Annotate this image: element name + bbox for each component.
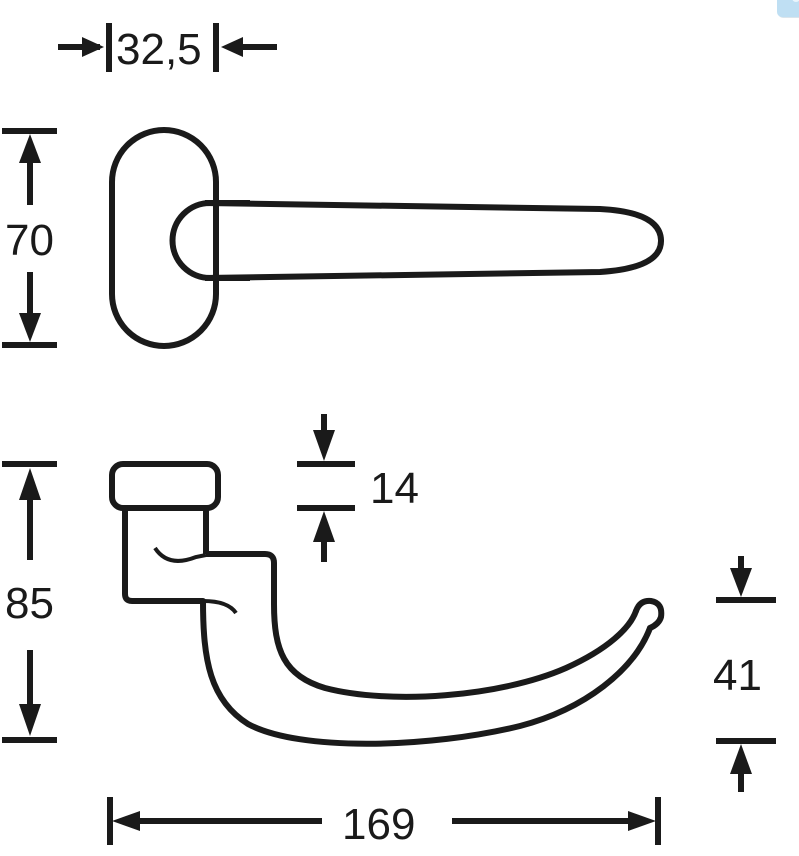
dimension-rosette-height: 70 bbox=[2, 128, 57, 348]
arrowhead-left bbox=[221, 37, 243, 57]
front-view-group bbox=[109, 127, 665, 349]
dimension-label-handle-depth: 41 bbox=[713, 651, 762, 700]
arrowhead-up bbox=[730, 744, 752, 774]
arrowhead-up bbox=[19, 134, 41, 163]
dimension-handle-depth: 41 bbox=[713, 556, 776, 792]
arrowhead-up bbox=[19, 468, 41, 500]
rosette-profile-side bbox=[109, 461, 221, 511]
corner-badge-dot bbox=[792, 0, 799, 2]
dimension-label-rosette-height: 70 bbox=[5, 216, 54, 265]
arrowhead-down bbox=[19, 704, 41, 736]
lever-inner-curve-side bbox=[271, 601, 639, 700]
lever-shoulder-tick-top bbox=[197, 200, 219, 208]
side-view-group bbox=[109, 461, 665, 747]
arrowhead-down bbox=[730, 568, 752, 597]
arrowhead-down bbox=[313, 430, 335, 461]
lever-outer-curve-side bbox=[200, 598, 653, 747]
transition-tick-lower bbox=[202, 599, 238, 615]
dimension-label-handle-height: 85 bbox=[5, 579, 54, 628]
dimension-handle-height: 85 bbox=[2, 461, 57, 743]
dimension-rosette-thickness: 14 bbox=[297, 414, 419, 562]
neck-step-shoulder bbox=[206, 551, 277, 604]
transition-tick-upper bbox=[153, 546, 207, 563]
arrowhead-right bbox=[628, 811, 656, 831]
rosette-oval-front bbox=[109, 127, 219, 349]
arrowhead-up bbox=[313, 511, 335, 542]
lever-tip-cap-side bbox=[633, 597, 665, 631]
lever-collar-front bbox=[169, 200, 250, 281]
corner-badge[interactable] bbox=[777, 0, 799, 17]
dimension-rosette-width: 32,5 bbox=[58, 23, 277, 74]
lever-body-front bbox=[204, 200, 665, 281]
arrowhead-left bbox=[112, 811, 140, 831]
dimension-label-rosette-thickness: 14 bbox=[370, 464, 419, 513]
dimension-handle-length: 169 bbox=[107, 797, 661, 849]
arrowhead-down bbox=[19, 313, 41, 342]
arrowhead-right bbox=[82, 37, 104, 57]
dimension-label-handle-length: 169 bbox=[342, 800, 415, 849]
dimension-label-rosette-width: 32,5 bbox=[116, 25, 202, 74]
lever-shoulder-tick-bottom bbox=[197, 273, 219, 281]
neck-outer-wall bbox=[122, 508, 203, 604]
